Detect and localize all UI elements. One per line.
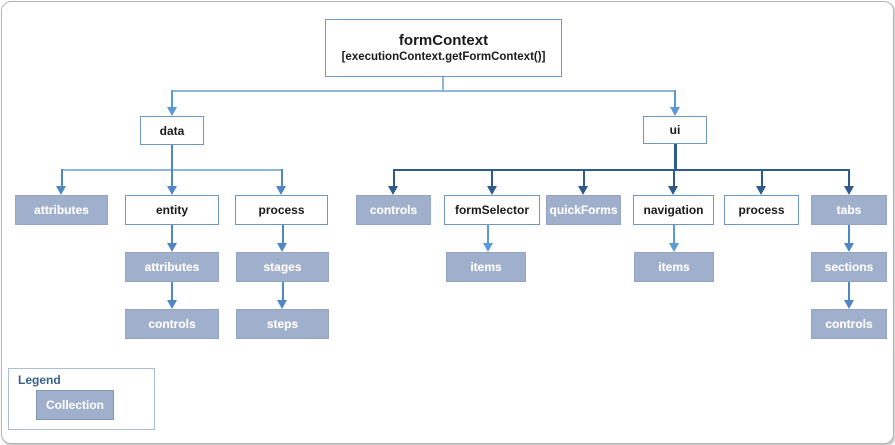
node-ui-controls-label: controls xyxy=(369,203,418,217)
node-formcontext: formContext [executionContext.getFormCon… xyxy=(325,19,562,77)
node-ui: ui xyxy=(643,116,707,144)
arrowhead-entity-attributes xyxy=(166,243,177,252)
node-data-attributes: attributes xyxy=(15,195,108,225)
connector-root-to-ui xyxy=(674,90,676,107)
connector-attributes-to-controls xyxy=(171,282,173,300)
legend-collection-swatch: Collection xyxy=(36,390,114,420)
node-data-process-label: process xyxy=(258,203,305,217)
legend-box: Legend Collection xyxy=(8,368,155,430)
arrowhead-data xyxy=(166,107,177,116)
arrowhead-data-attributes xyxy=(56,186,66,195)
node-entity-controls: controls xyxy=(125,309,219,339)
node-entity: entity xyxy=(125,195,219,225)
connector-data-to-entity xyxy=(171,169,173,186)
node-stages-label: stages xyxy=(263,260,302,274)
arrowhead-formselector xyxy=(486,186,497,195)
connector-data-to-attributes xyxy=(60,169,63,186)
node-data: data xyxy=(140,116,204,145)
connector-data-to-process xyxy=(280,169,283,186)
node-entity-controls-label: controls xyxy=(148,317,196,331)
connector-sections-to-controls xyxy=(848,282,850,300)
node-formselector-label: formSelector xyxy=(454,203,530,217)
node-navigation-items: items xyxy=(634,252,714,282)
connector-formselector-to-items xyxy=(487,225,489,243)
connector-ui-to-tabs xyxy=(848,169,850,186)
node-steps: steps xyxy=(236,309,329,339)
node-ui-controls: controls xyxy=(356,195,431,225)
legend-collection-label: Collection xyxy=(45,398,104,412)
node-formcontext-title: formContext xyxy=(398,31,489,49)
connector-data-stem xyxy=(171,145,173,169)
arrowhead-navigation-items xyxy=(668,243,679,252)
node-quickforms: quickForms xyxy=(546,195,621,225)
node-formcontext-subtitle: [executionContext.getFormContext()] xyxy=(341,50,546,63)
node-steps-label: steps xyxy=(266,317,299,331)
connector-ui-to-quickforms xyxy=(582,169,585,186)
node-ui-label: ui xyxy=(669,123,681,137)
arrowhead-tabs xyxy=(843,186,854,195)
node-tabs-label: tabs xyxy=(836,203,862,217)
node-data-label: data xyxy=(159,123,185,138)
node-navigation-items-label: items xyxy=(658,260,690,274)
node-tabs-controls-label: controls xyxy=(825,317,873,331)
node-ui-process-label: process xyxy=(738,203,785,217)
node-formselector: formSelector xyxy=(444,195,540,225)
arrowhead-entity-controls xyxy=(166,300,177,309)
connector-navigation-to-items xyxy=(673,225,675,243)
arrowhead-steps xyxy=(277,300,287,309)
connector-root-to-data xyxy=(171,90,173,107)
node-tabs: tabs xyxy=(811,195,887,225)
node-data-attributes-label: attributes xyxy=(34,203,89,217)
arrowhead-stages xyxy=(277,243,287,252)
node-entity-attributes: attributes xyxy=(125,252,219,282)
legend-title: Legend xyxy=(18,373,61,387)
connector-ui-to-formselector xyxy=(491,169,493,186)
node-sections: sections xyxy=(811,252,887,282)
node-entity-label: entity xyxy=(155,203,188,217)
node-navigation-label: navigation xyxy=(643,203,704,217)
node-data-process: process xyxy=(235,195,328,225)
connector-ui-to-controls xyxy=(392,169,395,186)
connector-ui-to-process xyxy=(760,169,763,186)
arrowhead-formselector-items xyxy=(482,243,493,252)
node-formselector-items-label: items xyxy=(470,260,502,274)
node-tabs-controls: controls xyxy=(811,309,887,339)
connector-ui-crossbar xyxy=(393,169,849,171)
connector-root-stem xyxy=(442,77,444,90)
node-navigation: navigation xyxy=(633,195,714,225)
connector-root-crossbar xyxy=(172,90,676,92)
arrowhead-sections xyxy=(843,243,854,252)
arrowhead-tabs-controls xyxy=(843,300,854,309)
arrowhead-quickforms xyxy=(578,186,588,195)
connector-tabs-to-sections xyxy=(848,225,850,243)
node-quickforms-label: quickForms xyxy=(549,203,618,217)
connector-stages-to-steps xyxy=(281,282,284,300)
arrowhead-data-process xyxy=(276,186,286,195)
arrowhead-navigation xyxy=(668,186,678,195)
connector-entity-to-attributes xyxy=(171,225,173,243)
arrowhead-ui-process xyxy=(756,186,766,195)
connector-process-to-stages xyxy=(281,225,284,243)
node-entity-attributes-label: attributes xyxy=(144,260,200,274)
connector-ui-to-navigation xyxy=(672,169,675,186)
arrowhead-entity xyxy=(166,186,177,195)
node-stages: stages xyxy=(236,252,329,282)
node-sections-label: sections xyxy=(824,260,874,274)
connector-ui-stem xyxy=(673,144,677,169)
node-formselector-items: items xyxy=(446,252,526,282)
arrowhead-ui xyxy=(669,107,680,116)
arrowhead-ui-controls xyxy=(388,186,398,195)
node-ui-process: process xyxy=(724,195,799,225)
